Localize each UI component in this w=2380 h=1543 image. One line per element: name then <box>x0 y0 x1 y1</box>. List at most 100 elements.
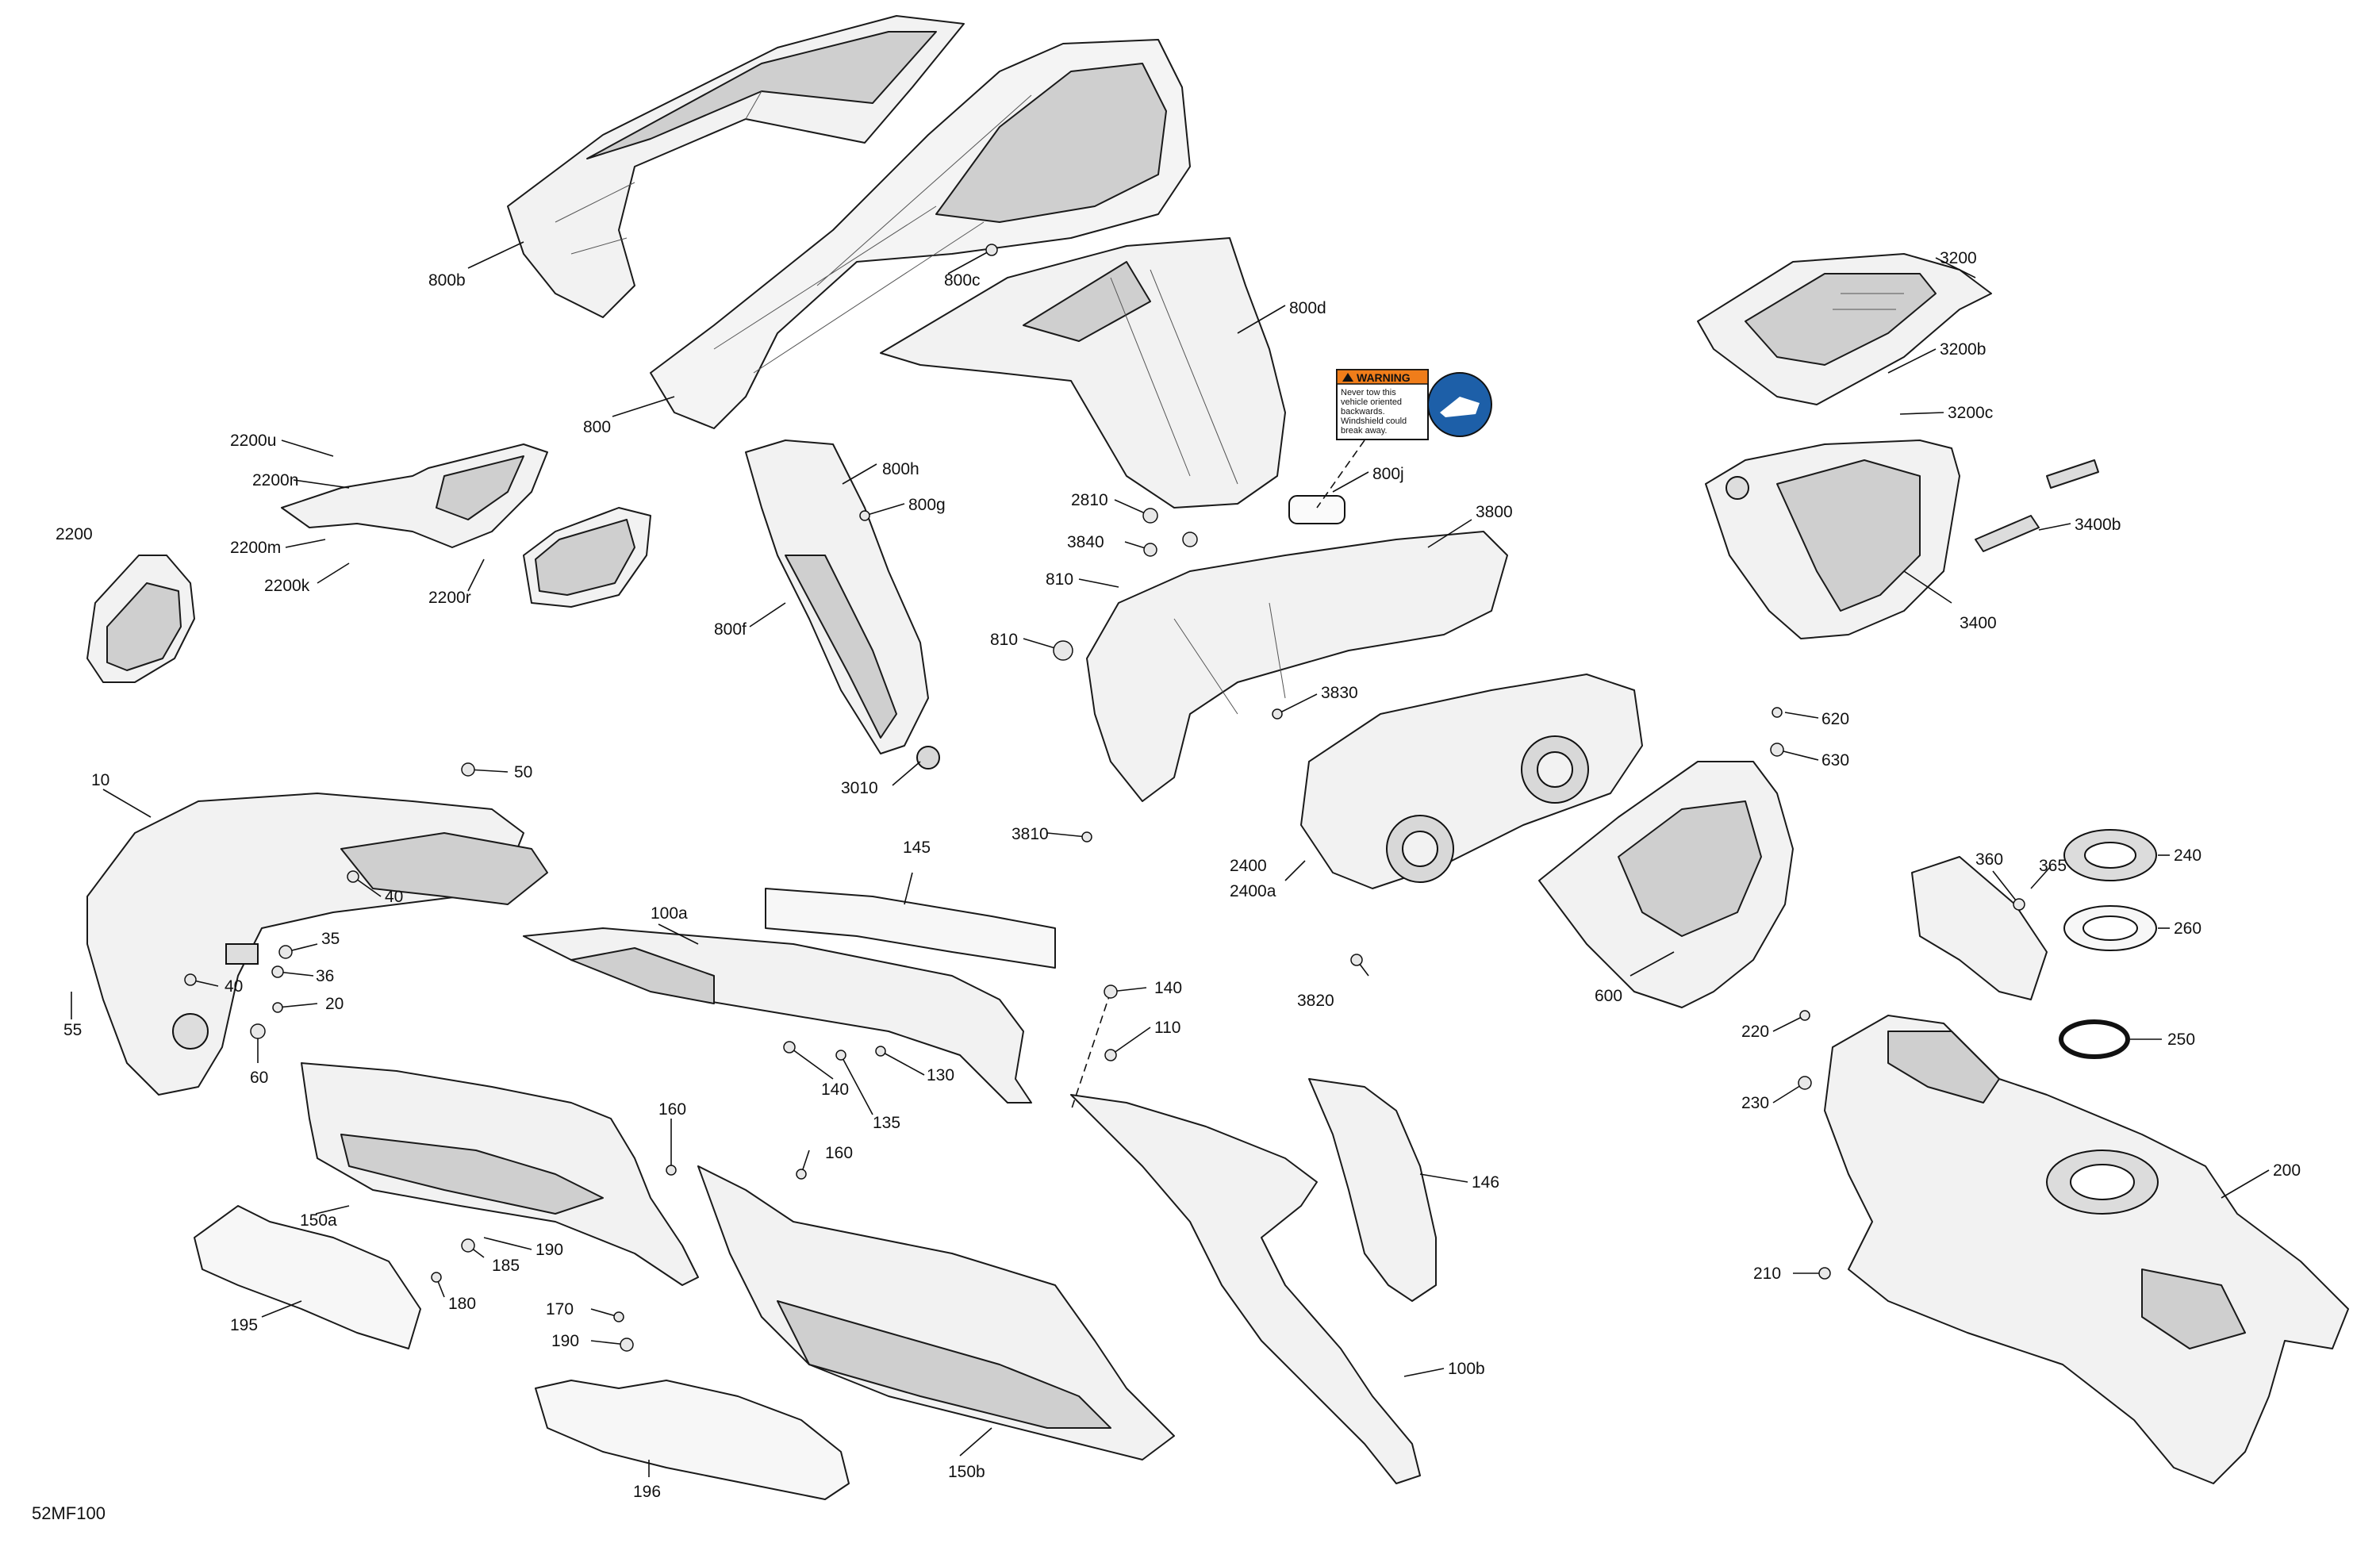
callout-250: 250 <box>2167 1031 2195 1049</box>
callout-185: 185 <box>492 1257 520 1275</box>
part-2200-mirrors <box>86 443 651 683</box>
part-800f <box>745 439 940 770</box>
callout-3010: 3010 <box>841 779 878 797</box>
callout-2200u: 2200u <box>230 432 276 450</box>
callout-150a: 150a <box>300 1211 337 1230</box>
callout-100a: 100a <box>651 904 688 923</box>
part-150a <box>301 1062 699 1286</box>
callout-145: 145 <box>903 839 931 857</box>
callout-3820: 3820 <box>1297 992 1334 1010</box>
callout-20: 20 <box>325 995 344 1013</box>
callout-labels: 800b 800c 800d 800 800h 800g 800j 800f 3… <box>56 249 2301 1501</box>
callout-55: 55 <box>63 1021 82 1039</box>
callout-160-b: 160 <box>825 1144 853 1162</box>
part-800b <box>507 15 965 318</box>
part-600-console <box>1538 761 1794 1008</box>
fasteners <box>184 244 2025 1352</box>
callout-800b: 800b <box>428 271 466 290</box>
callout-40-b: 40 <box>225 977 243 996</box>
callout-220: 220 <box>1741 1023 1769 1041</box>
callout-810-a: 810 <box>1046 570 1073 589</box>
callout-200: 200 <box>2273 1161 2301 1180</box>
callout-810-b: 810 <box>990 631 1018 649</box>
callout-160-a: 160 <box>658 1100 686 1119</box>
callout-240: 240 <box>2174 846 2202 865</box>
callout-2200r: 2200r <box>428 589 471 607</box>
callout-360: 360 <box>1975 850 2003 869</box>
callout-140-b: 140 <box>821 1080 849 1099</box>
callout-800g: 800g <box>908 496 946 514</box>
callout-600: 600 <box>1595 987 1622 1005</box>
callout-800j: 800j <box>1372 465 1404 483</box>
warning-decal-800j: WARNING Never tow this vehicle oriented … <box>1288 369 1492 524</box>
diagram-code: 52MF100 <box>32 1503 106 1523</box>
callout-40-a: 40 <box>385 888 403 906</box>
callout-3400: 3400 <box>1960 614 1997 632</box>
part-800d <box>880 237 1286 509</box>
callout-630: 630 <box>1821 751 1849 770</box>
part-100a-side-panel <box>523 927 1032 1104</box>
callout-3200b: 3200b <box>1940 340 1986 359</box>
callout-3400b: 3400b <box>2075 516 2121 534</box>
callout-800: 800 <box>583 418 611 436</box>
part-145-strip <box>765 888 1056 969</box>
callout-35: 35 <box>321 930 340 948</box>
part-146 <box>1308 1078 1437 1302</box>
callout-800h: 800h <box>882 460 919 478</box>
callout-135: 135 <box>873 1114 900 1132</box>
callout-146: 146 <box>1472 1173 1499 1192</box>
callout-230: 230 <box>1741 1094 1769 1112</box>
part-360 <box>1911 856 2048 1000</box>
callout-100b: 100b <box>1448 1360 1485 1378</box>
callout-130: 130 <box>927 1066 954 1084</box>
warning-line-2: vehicle oriented <box>1341 397 1402 407</box>
warning-line-4: Windshield could <box>1341 416 1407 426</box>
callout-3840: 3840 <box>1067 533 1104 551</box>
warning-header: WARNING <box>1357 371 1411 384</box>
callout-50: 50 <box>514 763 532 781</box>
part-150b <box>697 1165 1175 1460</box>
part-240-260-250-rings <box>2059 829 2157 1059</box>
callout-150b: 150b <box>948 1463 985 1481</box>
callout-36: 36 <box>316 967 334 985</box>
callout-140-a: 140 <box>1154 979 1182 997</box>
callout-3800: 3800 <box>1476 503 1513 521</box>
warning-line-5: break away. <box>1341 426 1388 436</box>
callout-190-a: 190 <box>536 1241 563 1259</box>
part-3200-3400-storage <box>1697 253 2099 639</box>
part-800 <box>650 39 1191 429</box>
part-10-front-fascia <box>86 793 548 1096</box>
callout-620: 620 <box>1821 710 1849 728</box>
callout-2200m: 2200m <box>230 539 281 557</box>
callout-3200c: 3200c <box>1948 404 1993 422</box>
callout-2400a: 2400a <box>1230 882 1276 900</box>
callout-2200: 2200 <box>56 525 93 543</box>
callout-3830: 3830 <box>1321 684 1358 702</box>
part-3800-headlight <box>1086 531 1643 889</box>
callout-3810: 3810 <box>1012 825 1049 843</box>
callout-195: 195 <box>230 1316 258 1334</box>
part-195 <box>194 1205 421 1349</box>
callout-800f: 800f <box>714 620 747 639</box>
callout-210: 210 <box>1753 1265 1781 1283</box>
callout-365: 365 <box>2039 857 2067 875</box>
callout-60: 60 <box>250 1069 268 1087</box>
callout-2810: 2810 <box>1071 491 1108 509</box>
part-100b <box>1070 1094 1421 1484</box>
callout-180: 180 <box>448 1295 476 1313</box>
warning-line-3: backwards. <box>1341 407 1385 416</box>
callout-2400: 2400 <box>1230 857 1267 875</box>
callout-2200n: 2200n <box>252 471 298 489</box>
callout-260: 260 <box>2174 919 2202 938</box>
callout-190-b: 190 <box>551 1332 579 1350</box>
callout-110: 110 <box>1154 1019 1180 1037</box>
part-200-rear-body <box>1824 1015 2349 1484</box>
warning-line-1: Never tow this <box>1341 388 1396 397</box>
callout-3200: 3200 <box>1940 249 1977 267</box>
callout-196: 196 <box>633 1483 661 1501</box>
part-196 <box>535 1380 850 1500</box>
callout-170: 170 <box>546 1300 574 1318</box>
callout-800d: 800d <box>1289 299 1326 317</box>
callout-2200k: 2200k <box>264 577 310 595</box>
